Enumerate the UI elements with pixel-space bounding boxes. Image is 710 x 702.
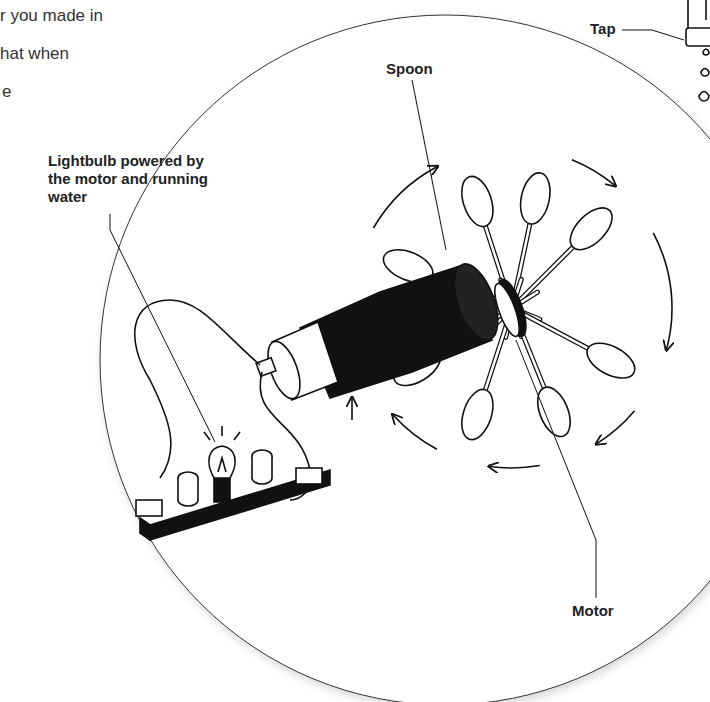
page-text-fragment: e xyxy=(2,82,11,102)
part-label: Spoon xyxy=(386,60,433,77)
rotation-arrow xyxy=(373,167,436,228)
page-text-fragment: r you made in xyxy=(0,6,103,26)
spoon-bowl xyxy=(516,170,554,227)
spoon-bowl xyxy=(531,382,576,441)
spoon-bowl xyxy=(581,336,640,385)
rotation-arrow xyxy=(653,233,672,350)
part-label: Lightbulb powered by the motor and runni… xyxy=(48,152,218,206)
page-text-fragment: hat when xyxy=(0,44,69,64)
leader-line xyxy=(110,30,684,598)
rotation-arrow xyxy=(490,466,540,468)
tap xyxy=(686,0,710,101)
spoon-bowl xyxy=(456,385,499,443)
wire xyxy=(135,300,311,500)
spoon-bowl xyxy=(456,172,499,230)
rotation-arrow xyxy=(572,160,615,186)
rotation-arrow xyxy=(351,398,353,420)
part-label: Motor xyxy=(572,602,614,619)
rotation-arrow xyxy=(393,415,437,449)
motor xyxy=(256,258,532,402)
rotation-arrow xyxy=(597,411,635,444)
frame-circle xyxy=(100,15,710,702)
lightbulb-board xyxy=(136,426,330,540)
spoon-bowl xyxy=(563,201,620,258)
part-label: Tap xyxy=(590,20,616,37)
